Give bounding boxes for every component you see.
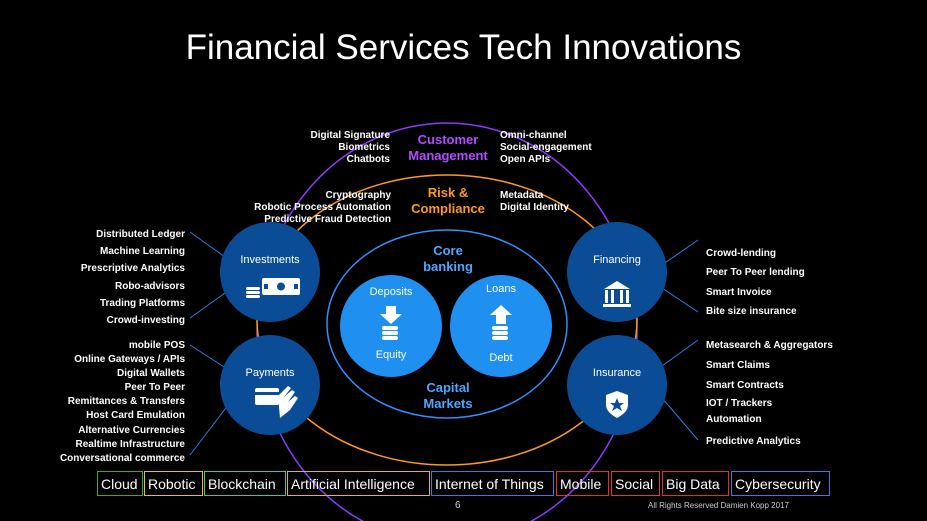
loan-arrow-icon — [490, 305, 512, 340]
deposits-label: Deposits — [369, 286, 413, 298]
list-item: Alternative Currencies — [78, 424, 185, 436]
list-item: Open APIs — [500, 154, 551, 165]
payments-list: mobile POS Online Gateways / APIs Digita… — [40, 339, 185, 466]
page-number: 6 — [455, 500, 461, 511]
list-item: Digital Wallets — [117, 368, 185, 380]
insurance-connectors — [661, 339, 699, 441]
list-item: Automation — [706, 414, 762, 425]
list-item: Metadata — [500, 190, 544, 201]
list-item: Realtime Infrastructure — [75, 438, 185, 450]
core-banking-ring — [326, 229, 568, 419]
list-item: Host Card Emulation — [86, 410, 185, 422]
financing-node — [567, 222, 667, 322]
list-item: Predictive Analytics — [706, 436, 801, 447]
list-item: IOT / Trackers — [706, 398, 773, 409]
tech-mobile: Mobile — [556, 471, 609, 496]
loans-label: Loans — [486, 283, 516, 295]
tech-artificial-intelligence: Artificial Intelligence — [287, 471, 430, 496]
tech-social: Social — [611, 471, 660, 496]
deposit-arrow-icon — [380, 306, 402, 340]
investments-node — [220, 222, 320, 322]
list-item: Omni-channel — [500, 130, 567, 141]
list-item: Peer To Peer — [124, 382, 185, 394]
list-item: Metasearch & Aggregators — [706, 340, 833, 351]
customer-management-ring — [256, 122, 638, 521]
copyright-notice: All Rights Reserved Damien Kopp 2017 — [648, 501, 789, 510]
list-item: Trading Platforms — [99, 297, 185, 309]
list-item: Prescriptive Analytics — [80, 263, 185, 275]
financing-list: Crowd-lending Peer To Peer lending Smart… — [706, 244, 805, 321]
customer-left-list: Digital Signature Biometrics Chatbots — [290, 130, 390, 166]
financing-connectors — [661, 239, 699, 313]
list-item: Chatbots — [346, 154, 390, 165]
coins-cash-icon — [246, 278, 300, 298]
list-item: Digital Signature — [310, 130, 390, 141]
customer-management-label: Customer Management — [408, 132, 488, 163]
risk-right-list: Metadata Digital Identity — [500, 190, 569, 214]
investments-list: Distributed Ledger Machine Learning Pres… — [40, 226, 185, 329]
list-item: Machine Learning — [99, 246, 185, 258]
tech-robotic: Robotic — [144, 471, 203, 496]
page-title: Financial Services Tech Innovations — [185, 28, 742, 67]
list-item: Smart Contracts — [706, 380, 784, 391]
list-item: mobile POS — [128, 340, 185, 351]
list-item: Robotic Process Automation — [254, 202, 391, 213]
tech-big-data: Big Data — [662, 471, 729, 496]
tech-blockchain: Blockchain — [204, 471, 286, 496]
list-item: Robo-advisors — [114, 280, 185, 292]
payments-label: Payments — [245, 367, 295, 379]
badge-icon — [606, 391, 628, 418]
list-item: Conversational commerce — [59, 452, 185, 464]
tech-cloud: Cloud — [97, 471, 143, 496]
equity-label: Equity — [375, 349, 407, 361]
insurance-label: Insurance — [592, 367, 642, 379]
list-item: Digital Identity — [500, 202, 569, 213]
risk-left-list: Cryptography Robotic Process Automation … — [240, 190, 391, 226]
core-banking-label: Core banking — [423, 243, 473, 274]
customer-right-list: Omni-channel Social-engagement Open APIs — [500, 130, 592, 166]
tech-cybersecurity: Cybersecurity — [731, 471, 830, 496]
debt-label: Debt — [489, 352, 513, 364]
list-item: Peer To Peer lending — [706, 267, 805, 279]
financing-label: Financing — [593, 254, 641, 266]
tech-internet-of-things: Internet of Things — [431, 471, 554, 496]
investments-label: Investments — [240, 254, 300, 266]
list-item: Smart Invoice — [706, 286, 772, 298]
risk-compliance-label: Risk & Compliance — [411, 185, 485, 216]
list-item: Smart Claims — [706, 360, 770, 371]
list-item: Biometrics — [338, 142, 390, 153]
list-item: Crowd-lending — [706, 248, 776, 259]
list-item: Bite size insurance — [706, 305, 797, 317]
list-item: Social-engagement — [500, 142, 592, 153]
capital-markets-label: Capital Markets — [423, 380, 473, 411]
card-hand-icon — [255, 386, 298, 418]
payments-node — [220, 335, 320, 435]
insurance-node — [567, 335, 667, 435]
list-item: Online Gateways / APIs — [74, 354, 185, 366]
list-item: Remittances & Transfers — [67, 396, 185, 408]
list-item: Cryptography — [325, 190, 391, 201]
bank-icon — [603, 281, 631, 307]
list-item: Distributed Ledger — [96, 229, 185, 240]
list-item: Crowd-investing — [106, 315, 185, 327]
list-item: Predictive Fraud Detection — [264, 214, 391, 225]
insurance-list: Metasearch & Aggregators Smart Claims Sm… — [706, 336, 833, 452]
